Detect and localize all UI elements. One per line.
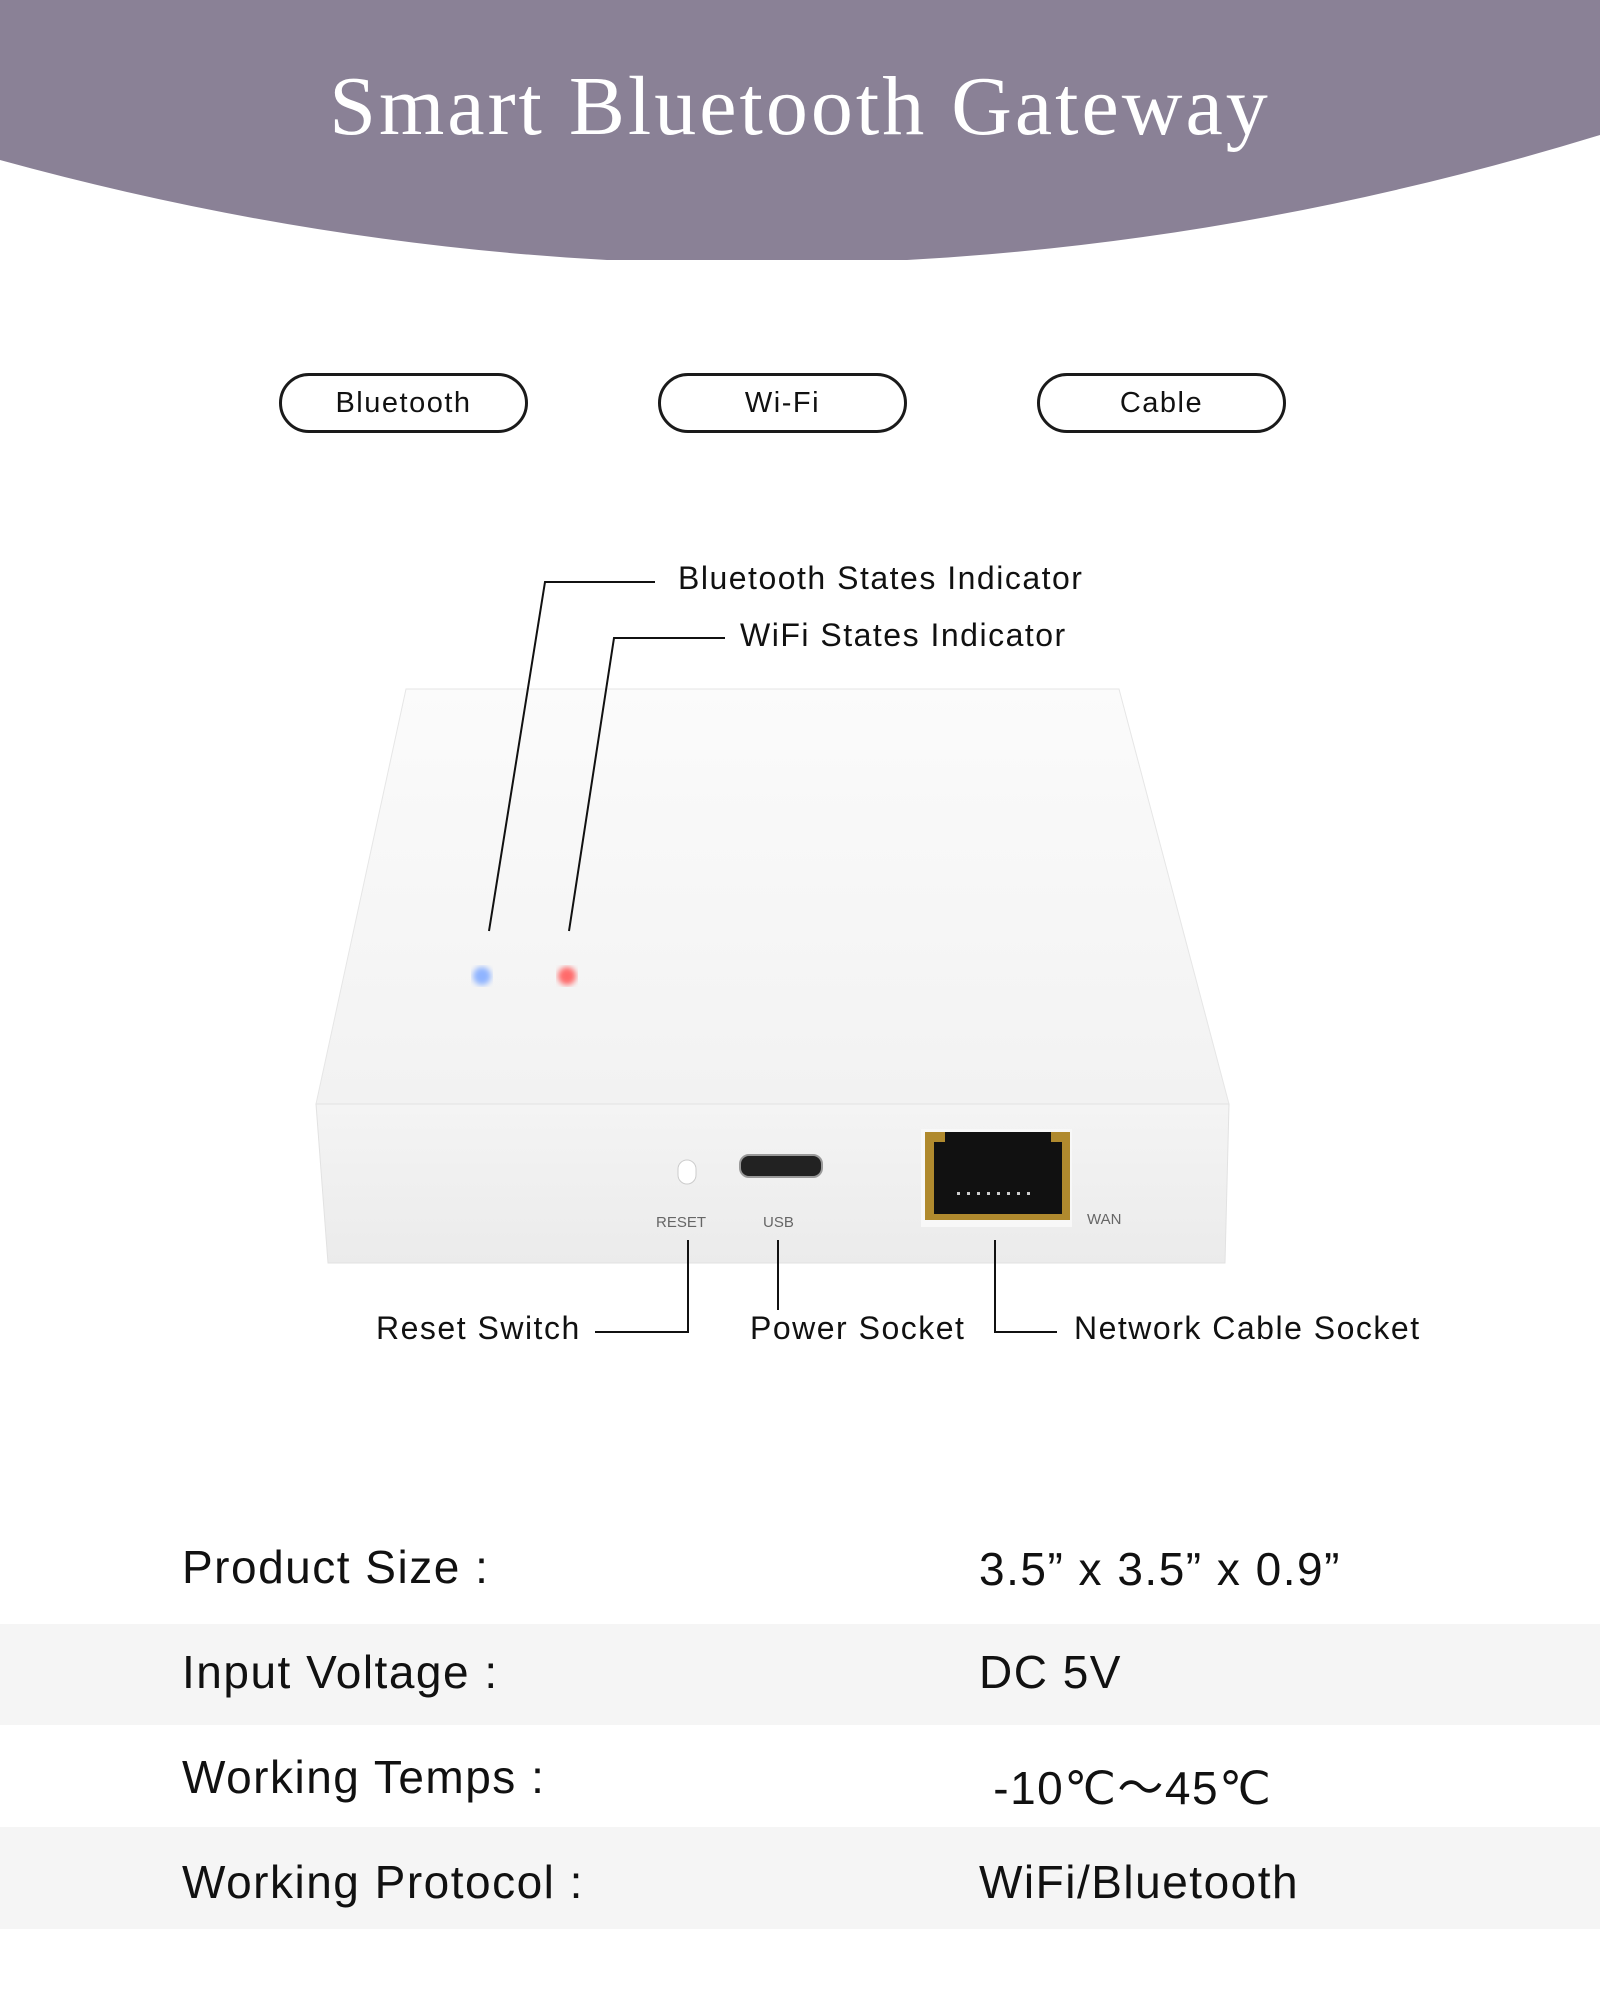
network-socket-label: Network Cable Socket <box>1074 1310 1421 1346</box>
spec-value-voltage: DC 5V <box>979 1646 1122 1698</box>
spec-value-protocol: WiFi/Bluetooth <box>979 1856 1300 1908</box>
device-top-face <box>315 688 1230 1105</box>
reset-switch-label: Reset Switch <box>376 1310 581 1346</box>
bluetooth-callout-line <box>488 581 655 932</box>
bluetooth-led <box>473 967 491 985</box>
device-front-face <box>315 1103 1230 1264</box>
wan-port-label: WAN <box>1087 1211 1122 1228</box>
badge-cable: Cable <box>1037 373 1286 433</box>
page-title: Smart Bluetooth Gateway <box>329 60 1271 153</box>
wifi-led <box>558 967 576 985</box>
badge-bluetooth: Bluetooth <box>279 373 528 433</box>
reset-callout-line <box>595 1240 689 1333</box>
usb-port <box>739 1154 823 1178</box>
usb-port-label: USB <box>763 1214 794 1231</box>
badge-wifi: Wi-Fi <box>658 373 907 433</box>
spec-label-protocol: Working Protocol : <box>182 1856 584 1908</box>
network-callout-line <box>994 1240 1057 1333</box>
spec-label-voltage: Input Voltage : <box>182 1646 499 1698</box>
wifi-callout-line <box>568 637 725 932</box>
spec-label-temps: Working Temps : <box>182 1751 546 1803</box>
power-socket-label: Power Socket <box>750 1310 966 1346</box>
header-banner <box>0 0 1600 260</box>
reset-port-label: RESET <box>656 1214 707 1231</box>
ethernet-port <box>921 1129 1072 1227</box>
spec-row-band <box>0 1827 1600 1929</box>
reset-button <box>677 1159 697 1185</box>
spec-label-size: Product Size : <box>182 1541 490 1593</box>
spec-value-size: 3.5” x 3.5” x 0.9” <box>979 1543 1341 1595</box>
spec-value-temps: -10℃～45℃ <box>979 1762 1273 1814</box>
spec-row-band <box>0 1624 1600 1725</box>
wifi-indicator-label: WiFi States Indicator <box>740 617 1067 653</box>
bluetooth-indicator-label: Bluetooth States Indicator <box>678 560 1084 596</box>
